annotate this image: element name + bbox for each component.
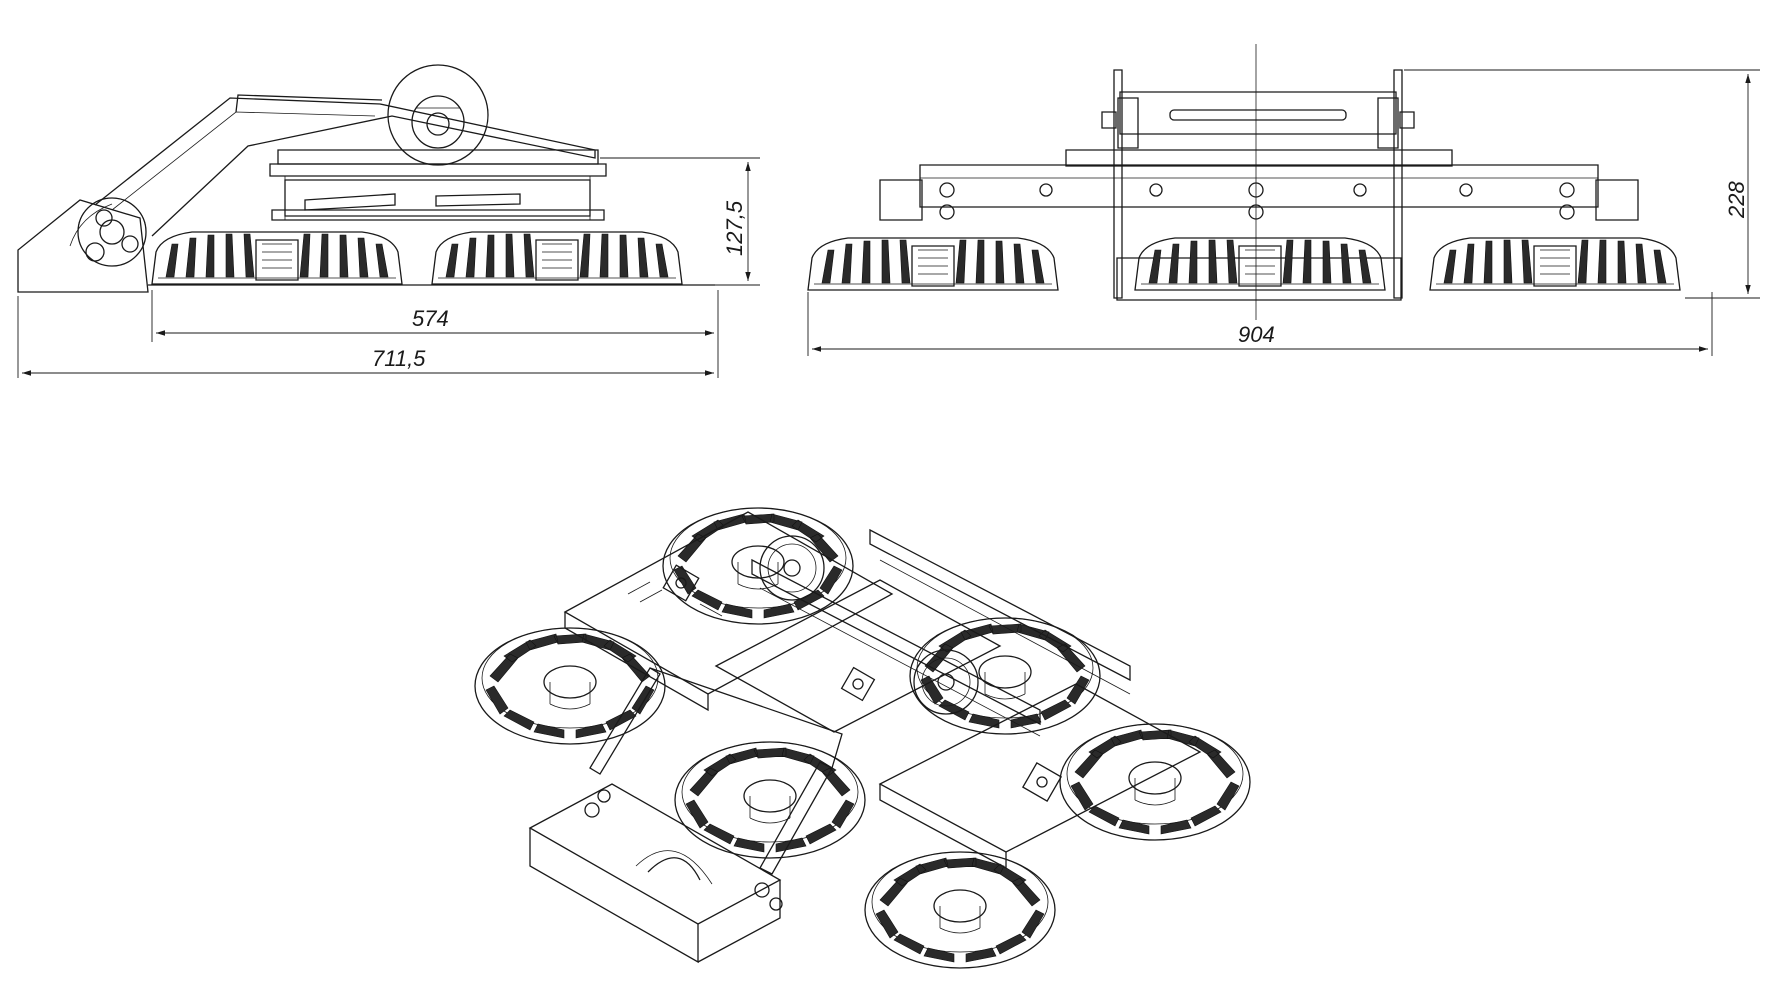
front-view	[807, 44, 1681, 320]
dim-inner-width-side: 574	[412, 306, 449, 331]
dim-overall-width-side: 711,5	[372, 346, 426, 371]
side-view	[18, 65, 715, 292]
dim-overall-width-front: 904	[1238, 322, 1275, 347]
dim-height-side: 127,5	[722, 200, 747, 256]
isometric-view	[474, 507, 1251, 969]
front-bolts	[940, 183, 1574, 219]
dim-height-front: 228	[1724, 181, 1749, 219]
front-view-dimensions: 228 904	[808, 70, 1760, 356]
side-view-dimensions: 127,5 574 711,5	[18, 158, 760, 378]
